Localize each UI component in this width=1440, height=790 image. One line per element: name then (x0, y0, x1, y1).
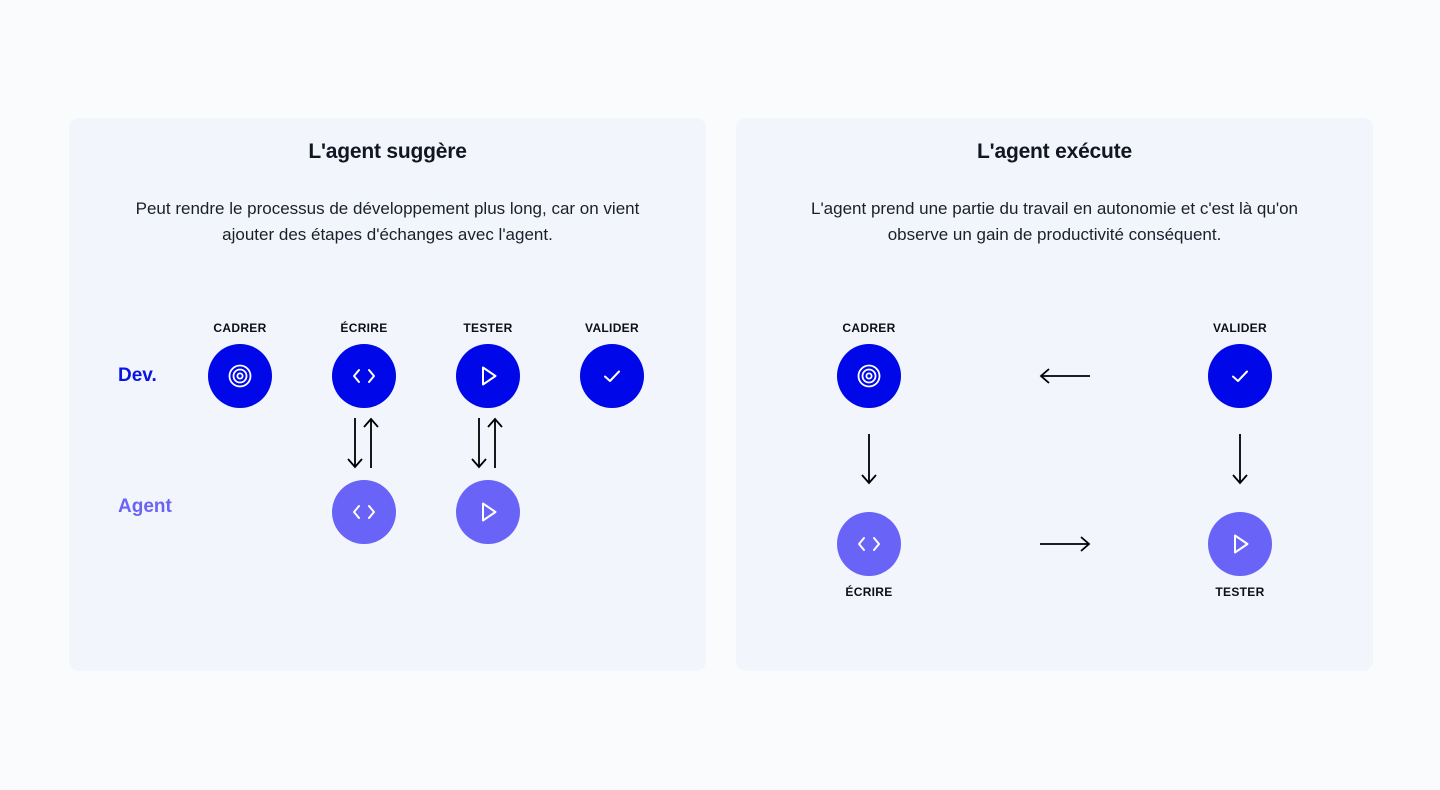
arrow-down-icon (1232, 434, 1248, 485)
play-icon (482, 366, 497, 386)
agent-step-ecrire (837, 512, 901, 576)
step-label-cadrer: CADRER (213, 321, 267, 335)
agent-step-tester (1208, 512, 1272, 576)
code-icon (858, 537, 880, 551)
step-label-valider: VALIDER (585, 321, 639, 335)
step-label-valider: VALIDER (1213, 321, 1267, 335)
check-icon (604, 370, 620, 382)
code-icon (353, 369, 375, 383)
check-icon (1232, 370, 1248, 382)
step-label-cadrer: CADRER (842, 321, 896, 335)
dev-step-tester (456, 344, 520, 408)
play-icon (482, 502, 497, 522)
dev-step-valider (1208, 344, 1272, 408)
target-icon (228, 364, 252, 388)
exchange-arrows-tester (471, 417, 503, 469)
arrow-down-icon (861, 434, 877, 485)
dev-step-cadrer (837, 344, 901, 408)
card-title-left: L'agent suggère (308, 140, 467, 163)
arrow-left-icon (1039, 368, 1090, 384)
card-description-left: Peut rendre le processus de développemen… (89, 196, 686, 248)
agent-step-ecrire (332, 480, 396, 544)
row-label-dev: Dev. (118, 365, 157, 386)
dev-step-cadrer (208, 344, 272, 408)
description-line: observe un gain de productivité conséque… (887, 225, 1222, 244)
description-line: ajouter des étapes d'échanges avec l'age… (222, 225, 553, 244)
arrow-right-icon (1040, 536, 1091, 552)
dev-step-ecrire (332, 344, 396, 408)
row-label-agent: Agent (118, 496, 172, 517)
card-title-right: L'agent exécute (977, 140, 1132, 163)
step-label-tester: TESTER (1215, 585, 1265, 599)
play-icon (1234, 534, 1249, 554)
agent-step-tester (456, 480, 520, 544)
description-line: L'agent prend une partie du travail en a… (810, 199, 1298, 218)
code-icon (353, 505, 375, 519)
dev-step-valider (580, 344, 644, 408)
card-description-right: L'agent prend une partie du travail en a… (756, 196, 1353, 248)
step-label-ecrire: ÉCRIRE (340, 321, 388, 335)
step-label-tester: TESTER (463, 321, 513, 335)
target-icon (857, 364, 881, 388)
description-line: Peut rendre le processus de développemen… (135, 199, 640, 218)
step-label-ecrire: ÉCRIRE (845, 585, 893, 599)
exchange-arrows-ecrire (347, 417, 379, 469)
